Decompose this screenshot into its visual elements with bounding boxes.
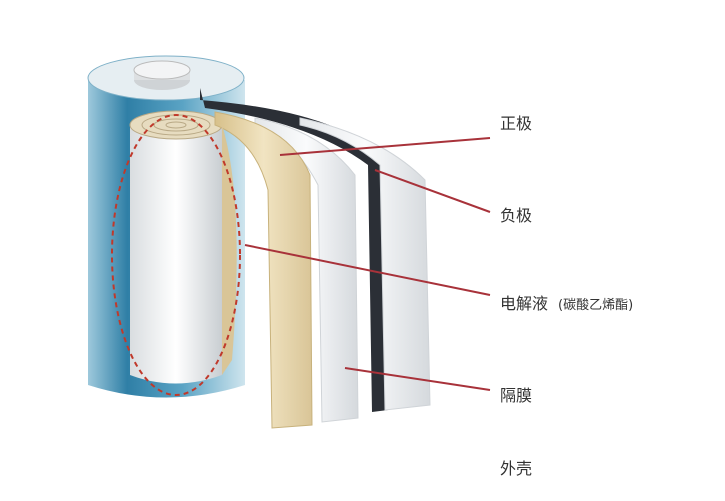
label-electrolyte-note: (碳酸乙烯酯) [558,298,634,313]
terminal-cap [133,60,191,90]
label-electrolyte-text: 电解液 [500,294,549,313]
label-separator: 隔膜 [500,386,533,405]
label-anode: 负极 [500,206,533,225]
electrolyte-outline [111,114,241,396]
leader-line-separator [344,367,491,391]
cathode-sheet [214,111,313,429]
jelly-roll [129,110,223,384]
label-electrolyte: 电解液 (碳酸乙烯酯) [500,290,633,314]
label-cathode: 正极 [500,114,533,133]
label-casing: 外壳 [500,459,533,478]
leader-line-anode [374,169,491,213]
leader-line-cathode [279,137,491,156]
separator-sheet [299,117,431,411]
leader-lines [244,137,491,391]
leader-line-electrolyte [244,244,491,296]
